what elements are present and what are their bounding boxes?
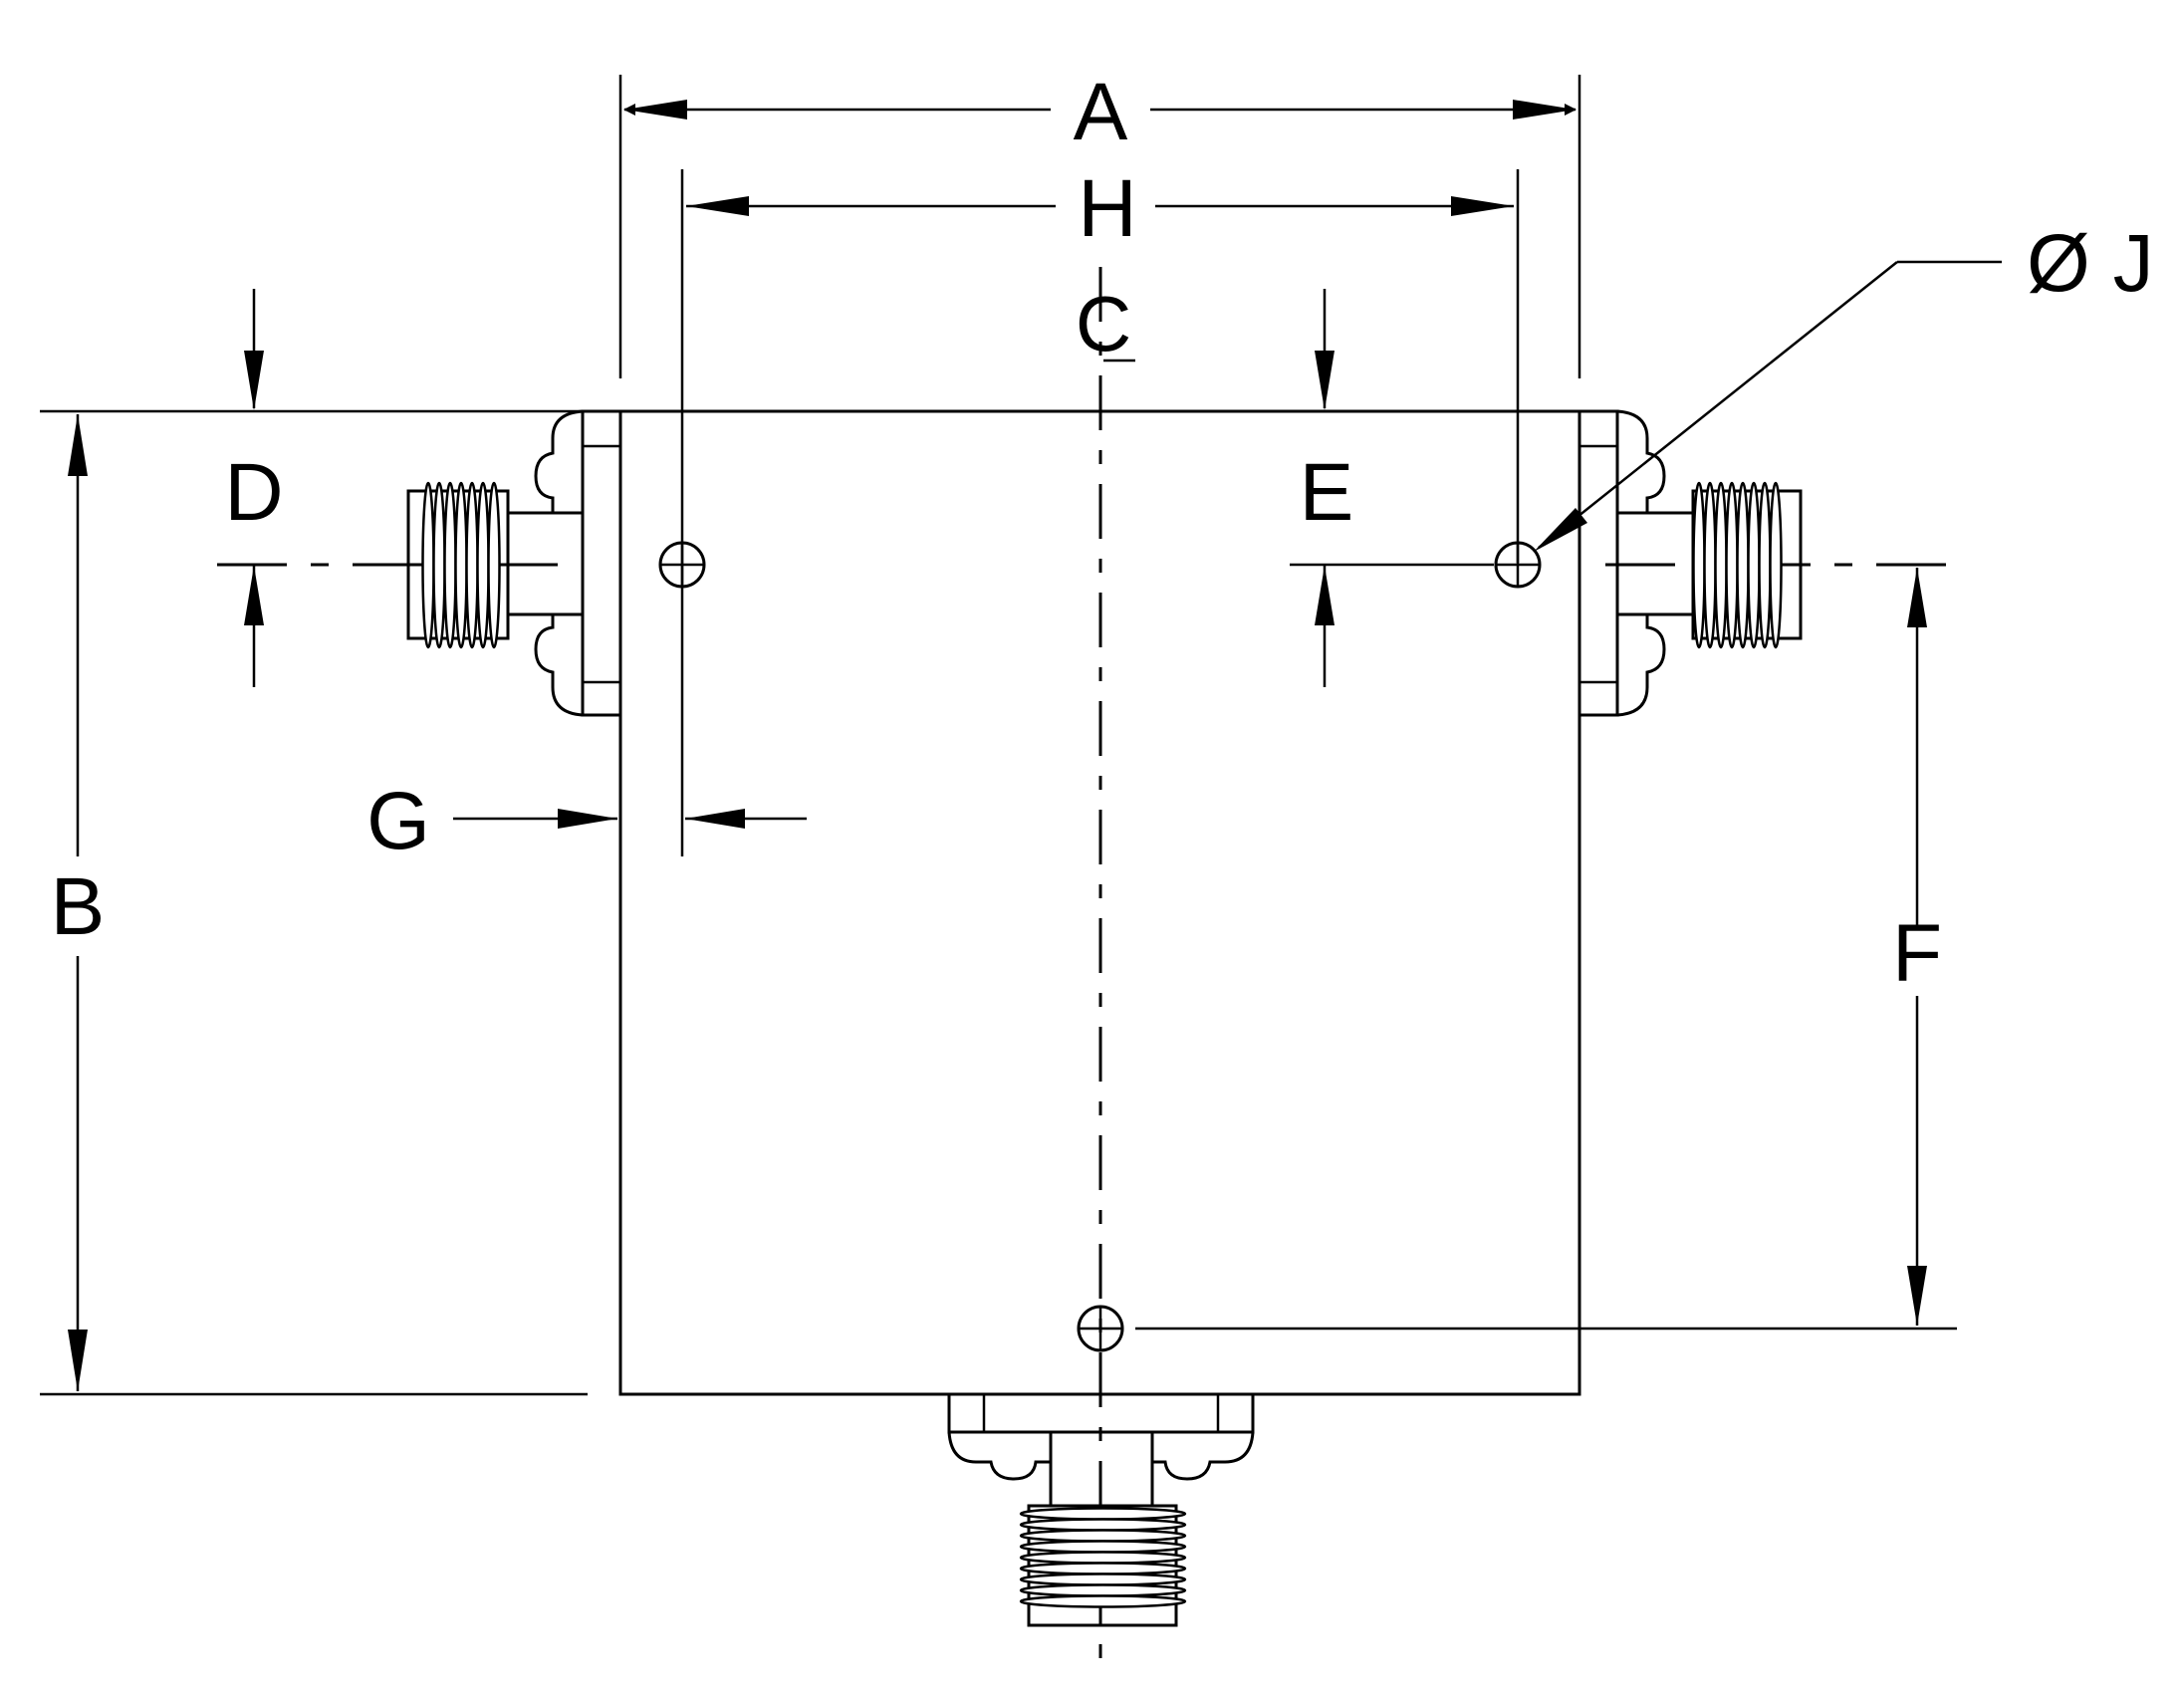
arrow-b-top [68, 414, 88, 476]
connector-bottom [947, 1392, 1255, 1627]
thread-ridge [1019, 1529, 1187, 1543]
thread-ridge [1019, 1551, 1187, 1565]
arrow-a-left [624, 100, 687, 120]
thread-ridge [1758, 481, 1772, 649]
thread-ridge [1703, 481, 1717, 649]
arrow-h-left [686, 196, 749, 216]
thread-ridge [1725, 481, 1739, 649]
label-g: G [366, 776, 430, 866]
label-f: F [1892, 908, 1942, 999]
thread-ridge [1769, 481, 1783, 649]
label-b: B [51, 861, 106, 952]
mount-hole-bottom [1077, 1305, 1124, 1352]
thread-ridge [1019, 1573, 1187, 1586]
label-h: H [1078, 163, 1136, 254]
leader-j [1538, 261, 1898, 549]
thread-ridge [465, 481, 479, 649]
thread-ridge [1019, 1583, 1187, 1597]
thread-ridge [1019, 1518, 1187, 1532]
thread-ridge [1019, 1562, 1187, 1575]
arrow-f-bottom [1907, 1266, 1927, 1326]
arrow-a-right [1513, 100, 1576, 120]
thread-ridge [443, 481, 457, 649]
thread-ridge [1019, 1594, 1187, 1608]
thread-ridge [1736, 481, 1750, 649]
thread-ridge [1019, 1507, 1187, 1521]
mount-hole-left [658, 541, 706, 589]
connector-right-thread [1692, 481, 1783, 649]
arrow-j [1534, 508, 1587, 552]
thread-ridge [1714, 481, 1728, 649]
centerline-symbol-c: C [1076, 280, 1131, 367]
thread-ridge [1019, 1540, 1187, 1554]
arrow-d-bottom [244, 566, 264, 625]
thread-ridge [1747, 481, 1761, 649]
arrow-d-top [244, 351, 264, 410]
label-e: E [1300, 447, 1354, 538]
thread-ridge [454, 481, 468, 649]
thread-ridge [421, 481, 435, 649]
arrow-e-top [1315, 351, 1335, 410]
connector-bottom-thread [1019, 1507, 1187, 1608]
arrow-h-right [1451, 196, 1514, 216]
thread-ridge [487, 481, 501, 649]
label-a: A [1074, 67, 1128, 157]
thread-ridge [476, 481, 490, 649]
label-j: Ø J [2027, 218, 2154, 309]
mount-hole-right [1494, 541, 1542, 589]
arrow-e-bottom [1315, 566, 1335, 625]
arrow-b-bottom [68, 1330, 88, 1391]
arrow-f-top [1907, 568, 1927, 627]
connector-left-thread [421, 481, 501, 649]
label-d: D [224, 447, 283, 538]
arrow-g-left [558, 809, 617, 829]
arrow-g-right [685, 809, 745, 829]
thread-ridge [1692, 481, 1706, 649]
thread-ridge [432, 481, 446, 649]
